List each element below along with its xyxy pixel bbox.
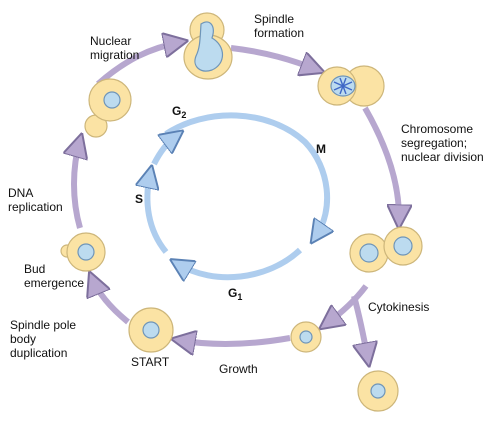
arrow-phase-m-to-g1 (178, 247, 303, 277)
cells (60, 12, 423, 412)
arrow-dna-replication (74, 140, 80, 229)
arrow-migration-to-spindle (96, 42, 181, 87)
phase-label-m: M (316, 142, 326, 156)
cell-nuclear-migration (183, 12, 233, 80)
arrow-phase-g1-to-s (147, 174, 169, 254)
label-start: START (131, 355, 170, 369)
cell-spindle-formation (317, 65, 385, 107)
cell-binucleate (349, 226, 423, 273)
label-dna-replication: DNA replication (8, 186, 63, 214)
cell-dna-replication (84, 78, 132, 138)
cell-released (357, 370, 399, 412)
arrow-start-to-bud (92, 278, 130, 325)
cell-start (128, 307, 174, 353)
inner-phase-arrows (147, 112, 327, 277)
cell-daughter-small (290, 321, 322, 353)
arrow-chromosome-segregation (362, 106, 399, 222)
phase-label-g1: G1 (228, 286, 243, 302)
arrow-cytokinesis-down (351, 295, 368, 360)
arrow-spindle-formation (230, 45, 318, 70)
phase-label-g2: G2 (172, 104, 187, 120)
arrow-cytokinesis-left (325, 284, 369, 325)
label-growth: Growth (219, 362, 258, 376)
label-chromosome-segregation: Chromosome segregation; nuclear division (401, 122, 484, 164)
label-spindle-pole-duplication: Spindle pole body duplication (10, 318, 77, 360)
label-spindle-formation: Spindle formation (254, 12, 305, 40)
arrow-growth (178, 338, 291, 344)
arrow-phase-s-to-g2 (151, 136, 176, 166)
arrow-phase-g2-to-m (164, 112, 327, 236)
cell-bud-emergence (60, 232, 106, 272)
outer-cycle-arrows (74, 42, 399, 360)
label-cytokinesis: Cytokinesis (368, 300, 430, 314)
phase-label-s: S (135, 192, 144, 206)
label-bud-emergence: Bud emergence (24, 262, 85, 290)
label-nuclear-migration: Nuclear migration (90, 34, 140, 62)
